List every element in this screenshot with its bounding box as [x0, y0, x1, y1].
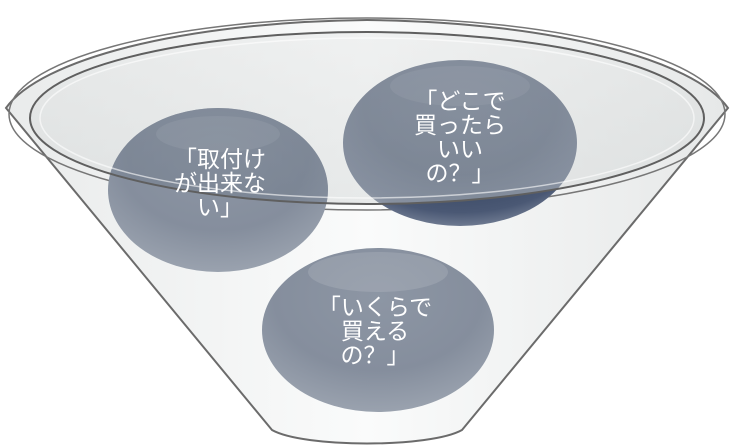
bubble-price-label: 「いくらで 買える の？」: [300, 296, 450, 368]
bubble-install-line-1: 「取付け: [174, 147, 266, 173]
bubble-install-line-3: い」: [197, 195, 243, 221]
bubble-price-line-2: 買える: [340, 319, 410, 345]
bubble-where-line-4: の？」: [425, 161, 495, 187]
bubble-price-line-1: 「いくらで: [317, 295, 433, 321]
funnel-rim-outer: [8, 17, 726, 211]
bubble-where-line-1: 「どこで: [414, 89, 506, 115]
bubble-price: [262, 248, 494, 412]
bubble-install-label: 「取付け が出来な い」: [150, 148, 290, 220]
funnel-rim-inner-line: [39, 37, 695, 199]
bubble-price-line-3: の？」: [340, 343, 410, 369]
bubble-where-line-2: 買ったら: [414, 113, 506, 139]
bubble-where-label: 「どこで 買ったら いい の？」: [390, 90, 530, 186]
bubble-where-line-3: いい: [437, 137, 483, 163]
funnel-rim-plane: [29, 31, 705, 205]
bubble-install-line-2: が出来な: [174, 171, 266, 197]
